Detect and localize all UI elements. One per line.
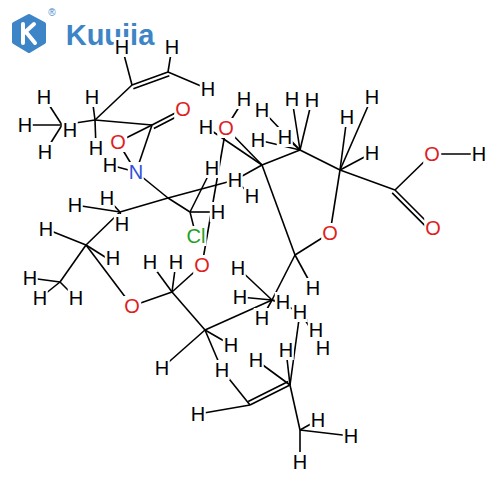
atom-label: H [17,115,33,135]
bond-line [340,170,395,190]
atom-label: H [315,338,331,358]
atom-label: O [423,144,441,164]
atom-label: H [278,340,294,360]
atom-label: H [275,292,291,312]
bond-line [95,85,132,120]
atom-label: H [210,202,226,222]
bond-line [248,381,290,405]
bond-line [95,120,152,125]
bond-line [300,150,340,170]
atom-label: H [304,90,320,110]
atom-label: H [114,214,130,234]
atom-label: H [250,130,266,150]
atom-label: Cl [186,226,207,246]
atom-label: H [105,248,121,268]
atom-label: H [198,117,214,137]
atom-label: H [236,89,252,109]
bond-line [172,292,205,330]
atom-label: H [68,288,84,308]
atom-label: H [32,288,48,308]
bond-line [168,198,190,212]
bond-lines [25,47,479,462]
bond-line [290,385,300,430]
atom-label: H [102,155,118,175]
atom-label: O [217,118,235,138]
atom-label: H [305,278,321,298]
logo-hexagon [14,16,44,51]
atom-label: H [248,350,264,370]
logo-mark [23,24,35,43]
kuujia-logo [14,16,44,51]
atom-label: H [99,188,115,208]
atom-label: H [339,107,355,127]
bond-line [262,165,295,255]
atom-label: H [364,143,380,163]
atom-label: H [164,37,180,57]
atom-label: H [254,100,270,120]
atom-label: O [109,132,127,152]
atom-label: H [232,287,248,307]
atom-label: H [214,360,230,380]
atom-label: H [200,79,216,99]
atom-label: H [343,426,359,446]
atom-label: N [128,162,144,182]
atom-label: H [67,195,83,215]
atom-label: H [308,320,324,340]
atom-label: H [38,219,54,239]
atom-label: H [168,252,184,272]
atom-label: H [471,144,487,164]
atom-label: H [142,252,158,272]
atom-label: H [22,268,38,288]
atom-label: O [321,223,339,243]
atom-label: H [62,120,78,140]
atom-label: H [277,127,293,147]
bond-line [60,245,86,282]
atom-label: H [154,358,170,378]
bond-line [120,198,168,212]
bond-line [262,150,300,165]
atom-label: H [204,158,220,178]
atom-label: H [227,170,243,190]
trademark-mark: ® [47,8,56,18]
bond-line [168,180,235,198]
watermark: Kuujia [65,21,156,50]
atom-label: H [364,87,380,107]
atom-label: O [174,99,192,119]
atom-label: H [284,89,300,109]
atom-label: O [193,255,211,275]
atom-label: H [114,37,130,57]
atom-label: H [223,335,239,355]
atom-label: H [292,452,308,472]
atom-label: H [230,258,246,278]
atom-label: O [424,218,442,238]
atom-label: H [84,87,100,107]
atom-label: H [36,87,52,107]
atom-label: H [292,302,308,322]
atom-label: H [37,142,53,162]
atom-label: O [123,296,141,316]
atom-label: H [254,308,270,328]
atom-label: H [310,410,326,430]
atom-label: H [190,404,206,424]
bond-line [132,72,169,89]
atom-label: H [244,186,260,206]
